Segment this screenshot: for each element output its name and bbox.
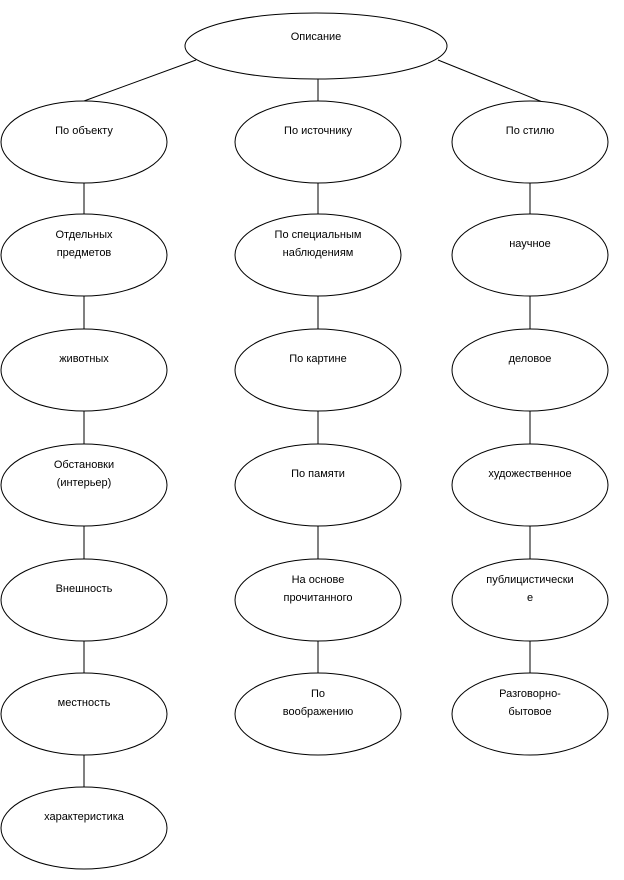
node-label: (интерьер) <box>57 477 112 489</box>
node-label: воображению <box>283 706 353 718</box>
node-label: На основе <box>292 574 345 586</box>
node-root: Описание <box>184 12 448 80</box>
node-ellipse <box>234 213 402 297</box>
node-label: наблюдениям <box>283 247 354 259</box>
node-label: По объекту <box>55 125 113 137</box>
node-label: деловое <box>509 353 552 365</box>
node-sty-4: публицистически е <box>451 558 609 642</box>
node-obj-6: характеристика <box>0 786 168 870</box>
node-src-0: По источнику <box>234 100 402 184</box>
connector-lines <box>83 59 546 787</box>
node-label: Обстановки <box>54 459 114 471</box>
node-label: Разговорно- <box>499 688 561 700</box>
node-label: характеристика <box>44 811 125 823</box>
node-src-5: По воображению <box>234 672 402 756</box>
node-ellipse <box>451 213 609 297</box>
node-src-3: По памяти <box>234 443 402 527</box>
node-label: местность <box>58 697 111 709</box>
node-label: прочитанного <box>283 592 352 604</box>
node-ellipse <box>234 328 402 412</box>
node-sty-3: художественное <box>451 443 609 527</box>
node-sty-2: деловое <box>451 328 609 412</box>
node-label: Описание <box>291 31 342 43</box>
node-label: По источнику <box>284 125 352 137</box>
node-src-4: На основе прочитанного <box>234 558 402 642</box>
node-src-1: По специальным наблюдениям <box>234 213 402 297</box>
node-ellipse <box>234 558 402 642</box>
node-label: По специальным <box>275 229 362 241</box>
node-obj-4: Внешность <box>0 558 168 642</box>
node-sty-5: Разговорно-бытовое <box>451 672 609 756</box>
node-label: По стилю <box>506 125 554 137</box>
node-label: бытовое <box>508 706 551 718</box>
node-label: публицистически <box>486 574 573 586</box>
node-obj-2: животных <box>0 328 168 412</box>
node-ellipse <box>234 100 402 184</box>
node-ellipse <box>0 328 168 412</box>
node-src-2: По картине <box>234 328 402 412</box>
node-label: Внешность <box>56 583 113 595</box>
node-ellipse <box>184 12 448 80</box>
node-obj-0: По объекту <box>0 100 168 184</box>
node-ellipse <box>451 100 609 184</box>
node-label: научное <box>509 238 551 250</box>
node-label: е <box>527 592 533 604</box>
node-ellipse <box>0 213 168 297</box>
node-ellipse <box>234 443 402 527</box>
node-ellipse <box>451 672 609 756</box>
node-ellipse <box>0 443 168 527</box>
node-ellipse <box>451 443 609 527</box>
node-sty-1: научное <box>451 213 609 297</box>
node-label: По памяти <box>291 468 345 480</box>
node-label: художественное <box>488 468 571 480</box>
node-label: По картине <box>289 353 347 365</box>
node-label: По <box>311 688 325 700</box>
node-obj-3: Обстановки (интерьер) <box>0 443 168 527</box>
node-ellipse <box>0 558 168 642</box>
node-ellipse <box>0 672 168 756</box>
edge-root-object <box>83 59 197 102</box>
edge-root-style <box>437 59 546 104</box>
node-sty-0: По стилю <box>451 100 609 184</box>
node-obj-1: Отдельных предметов <box>0 213 168 297</box>
node-ellipse <box>234 672 402 756</box>
node-label: животных <box>59 353 109 365</box>
node-ellipse <box>0 786 168 870</box>
node-obj-5: местность <box>0 672 168 756</box>
node-label: предметов <box>57 247 112 259</box>
node-ellipse <box>451 558 609 642</box>
node-label: Отдельных <box>55 229 113 241</box>
node-ellipse <box>0 100 168 184</box>
node-ellipse <box>451 328 609 412</box>
